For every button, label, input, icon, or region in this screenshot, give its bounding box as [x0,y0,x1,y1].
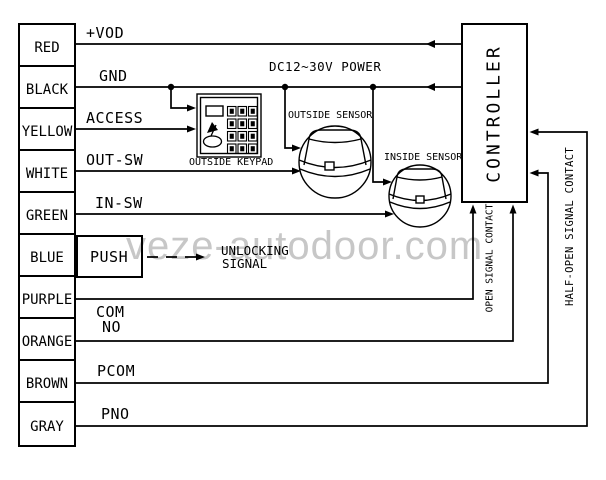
signal-label-outsw: OUT-SW [86,151,144,169]
wire-white-outsw [76,167,301,175]
wire-red-vod [76,40,461,48]
signal-label-gnd: GND [99,67,128,85]
wire-cell-black: BLACK [20,67,74,109]
gnd-drop-to-inside-sensor [372,87,385,183]
signal-label-pcom: PCOM [97,362,136,380]
signal-label-com: COM [96,303,125,321]
dc-power-label: DC12~30V POWER [269,59,382,74]
wire-cell-yellow: YELLOW [20,109,74,151]
arrow-left-icon [529,169,539,177]
signal-label-push: PUSH [90,248,129,266]
inside-sensor-label: INSIDE SENSOR [384,152,463,163]
signal-label-access: ACCESS [86,109,144,127]
outside-sensor-icon [298,125,372,199]
wire-brown-pcom [76,169,549,384]
arrow-right-icon [196,253,205,261]
unlocking-signal-label-line2: SIGNAL [222,256,268,271]
wire-orange-open-contact [76,204,517,342]
arrow-left-icon [426,83,435,91]
controller-box: CONTROLLER [461,23,528,203]
signal-label-insw: IN-SW [95,194,143,212]
controller-label: CONTROLLER [484,43,505,183]
push-terminal-box [76,235,143,278]
arrow-right-icon [383,178,392,186]
wire-cell-white: WHITE [20,151,74,193]
signal-label-pno: PNO [101,405,130,423]
arrow-up-icon [509,204,517,214]
wire-cell-green: GREEN [20,193,74,235]
wire-cell-purple: PURPLE [20,277,74,319]
wire-cell-gray: GRAY [30,419,64,435]
inside-sensor-icon [388,164,452,228]
open-signal-contact-label: OPEN SIGNAL CONTACT [484,203,496,313]
wire-yellow-access [76,125,196,133]
arrow-right-icon [385,210,394,218]
wire-cell-orange: ORANGE [20,319,74,361]
signal-label-no: NO [102,318,122,336]
wire-color-column: RED BLACK YELLOW WHITE GREEN BLUE PURPLE… [18,23,76,447]
arrow-right-icon [187,125,196,133]
wire-cell-blue: BLUE [20,235,74,277]
outside-sensor-label: OUTSIDE SENSOR [288,110,373,121]
signal-label-vod: +VOD [86,24,125,42]
gnd-drop-to-keypad [170,87,188,109]
half-open-signal-contact-label: HALF-OPEN SIGNAL CONTACT [563,147,576,306]
key-icon [202,122,223,148]
arrow-up-icon [469,204,477,214]
unlocking-signal-label-line1: UNLOCKING [221,243,289,258]
wire-green-insw [76,210,394,218]
arrow-right-icon [292,167,301,175]
arrow-right-icon [292,144,301,152]
outside-keypad-label: OUTSIDE KEYPAD [189,157,274,168]
arrow-right-icon [187,104,196,112]
watermark-text: veze-autodoor.com [126,224,484,268]
arrow-left-icon [529,128,539,136]
wire-gray-pno [76,128,588,427]
arrow-left-icon [426,40,435,48]
wire-purple-open-contact [76,204,477,300]
wire-black-gnd [76,83,461,186]
wire-cell-red: RED [20,25,74,67]
wire-blue-push-unlock [147,253,205,261]
wire-cell-brown: BROWN [20,361,74,403]
outside-keypad-icon [196,93,262,158]
keypad-buttons [226,105,258,155]
gnd-drop-to-outside-sensor [284,87,294,149]
keypad-display [205,105,224,117]
